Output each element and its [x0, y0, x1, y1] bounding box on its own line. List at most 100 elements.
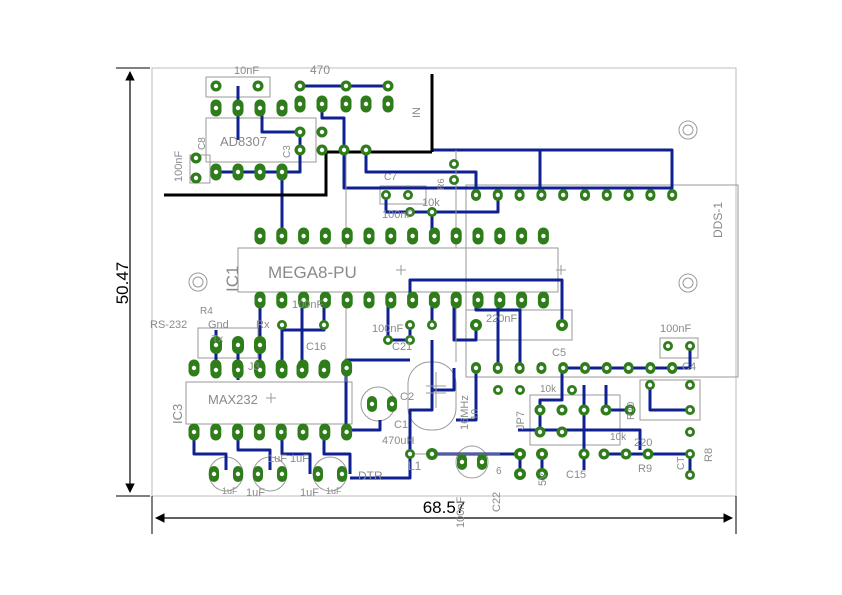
drill-hole — [670, 192, 675, 198]
c-100nf-f: 100nF — [455, 497, 467, 528]
drill-hole — [559, 429, 565, 435]
drill-hole — [257, 233, 263, 239]
drill-hole — [495, 387, 501, 393]
drill-hole — [497, 297, 502, 303]
six-label: 6 — [496, 466, 502, 477]
drill-hole — [648, 192, 653, 198]
ic3-name: IC3 — [170, 404, 185, 424]
drill-hole — [687, 343, 693, 349]
drill-hole — [670, 365, 675, 371]
drill-hole — [582, 365, 588, 371]
drill-hole — [344, 429, 349, 435]
drill-hole — [235, 471, 241, 477]
drill-hole — [297, 101, 303, 107]
drill-hole — [410, 233, 415, 239]
drill-hole — [429, 322, 435, 328]
drill-hole — [319, 101, 325, 107]
drill-hole — [539, 451, 545, 457]
drill-hole — [687, 451, 693, 457]
drill-hole — [363, 147, 369, 153]
drill-hole — [687, 407, 693, 413]
c-100nf-b: 100nF — [382, 209, 413, 221]
drill-hole — [451, 161, 457, 167]
drill-hole — [299, 367, 305, 373]
drill-hole — [539, 471, 545, 477]
r-220: 220 — [634, 437, 652, 449]
drill-hole — [451, 177, 457, 183]
drill-hole — [627, 407, 633, 413]
drill-hole — [257, 297, 263, 303]
drill-hole — [454, 233, 459, 239]
drill-hole — [389, 401, 395, 407]
drill-hole — [297, 83, 303, 89]
r-10k-c: 10k — [610, 432, 627, 443]
drill-hole — [383, 192, 389, 198]
dtr-label: DTR — [358, 469, 383, 483]
drill-hole — [648, 365, 653, 371]
drill-hole — [321, 322, 327, 328]
drill-hole — [495, 192, 500, 198]
drill-hole — [385, 337, 391, 343]
drill-hole — [407, 209, 413, 215]
r6-label: R6 — [436, 178, 446, 190]
drill-hole — [559, 322, 565, 328]
drill-hole — [213, 367, 219, 373]
drill-hole — [623, 451, 629, 457]
drill-hole — [473, 365, 479, 371]
l1-label: L1 — [408, 459, 422, 473]
c-1uf-c: 1uF — [300, 487, 319, 499]
drill-hole — [537, 429, 543, 435]
drill-hole — [319, 129, 325, 135]
drill-hole — [537, 407, 543, 413]
jumper-wires — [164, 74, 434, 197]
c-100nf-e: 100nF — [660, 323, 691, 335]
drill-hole — [475, 233, 481, 239]
r10-label: R10 — [626, 401, 637, 420]
drill-hole — [385, 83, 391, 89]
r-10k-b: 10k — [540, 384, 557, 395]
drill-hole — [388, 297, 393, 303]
c-1uf-b: 1uF — [268, 453, 287, 465]
5v-label: 5V — [537, 472, 549, 486]
drill-hole — [665, 343, 671, 349]
drill-hole — [279, 429, 284, 435]
r8-label: R8 — [703, 448, 715, 462]
drill-hole — [517, 471, 523, 477]
r9-label: R9 — [638, 463, 652, 475]
height-dimension-label: 50.47 — [113, 262, 132, 305]
drill-hole — [473, 192, 479, 198]
drill-hole — [626, 192, 631, 198]
drill-hole — [257, 342, 263, 348]
dimension-width — [151, 496, 737, 534]
ic1-name: IC1 — [223, 266, 242, 292]
drill-hole — [301, 233, 306, 239]
gnd-label: Gnd — [208, 319, 229, 331]
drill-hole — [432, 233, 437, 239]
drill-hole — [687, 382, 693, 388]
r4-label: R4 — [200, 306, 213, 317]
c15-label: C15 — [566, 469, 586, 481]
crystal-label: 16MHz — [459, 395, 471, 430]
drill-hole — [345, 297, 350, 303]
c16-label: C16 — [306, 341, 326, 353]
drill-hole — [582, 192, 588, 198]
drill-hole — [517, 192, 522, 198]
c-100nf-d: 100nF — [372, 323, 403, 335]
drill-hole — [495, 365, 500, 371]
mounting-hole — [188, 120, 698, 293]
c-10nf-label: 10nF — [234, 65, 259, 77]
drill-hole — [315, 471, 321, 477]
drill-hole — [687, 472, 693, 478]
drill-hole — [569, 387, 575, 393]
drill-hole — [388, 233, 393, 239]
drill-hole — [257, 169, 263, 175]
drill-hole — [191, 365, 197, 371]
drill-hole — [407, 451, 413, 457]
drill-hole — [366, 297, 372, 303]
drill-hole — [601, 451, 607, 457]
drill-hole — [497, 233, 502, 239]
drill-hole — [645, 451, 651, 457]
c22-label: C22 — [491, 492, 503, 512]
c4-label: C4 — [682, 361, 696, 373]
dds-label: DDS-1 — [711, 202, 725, 238]
